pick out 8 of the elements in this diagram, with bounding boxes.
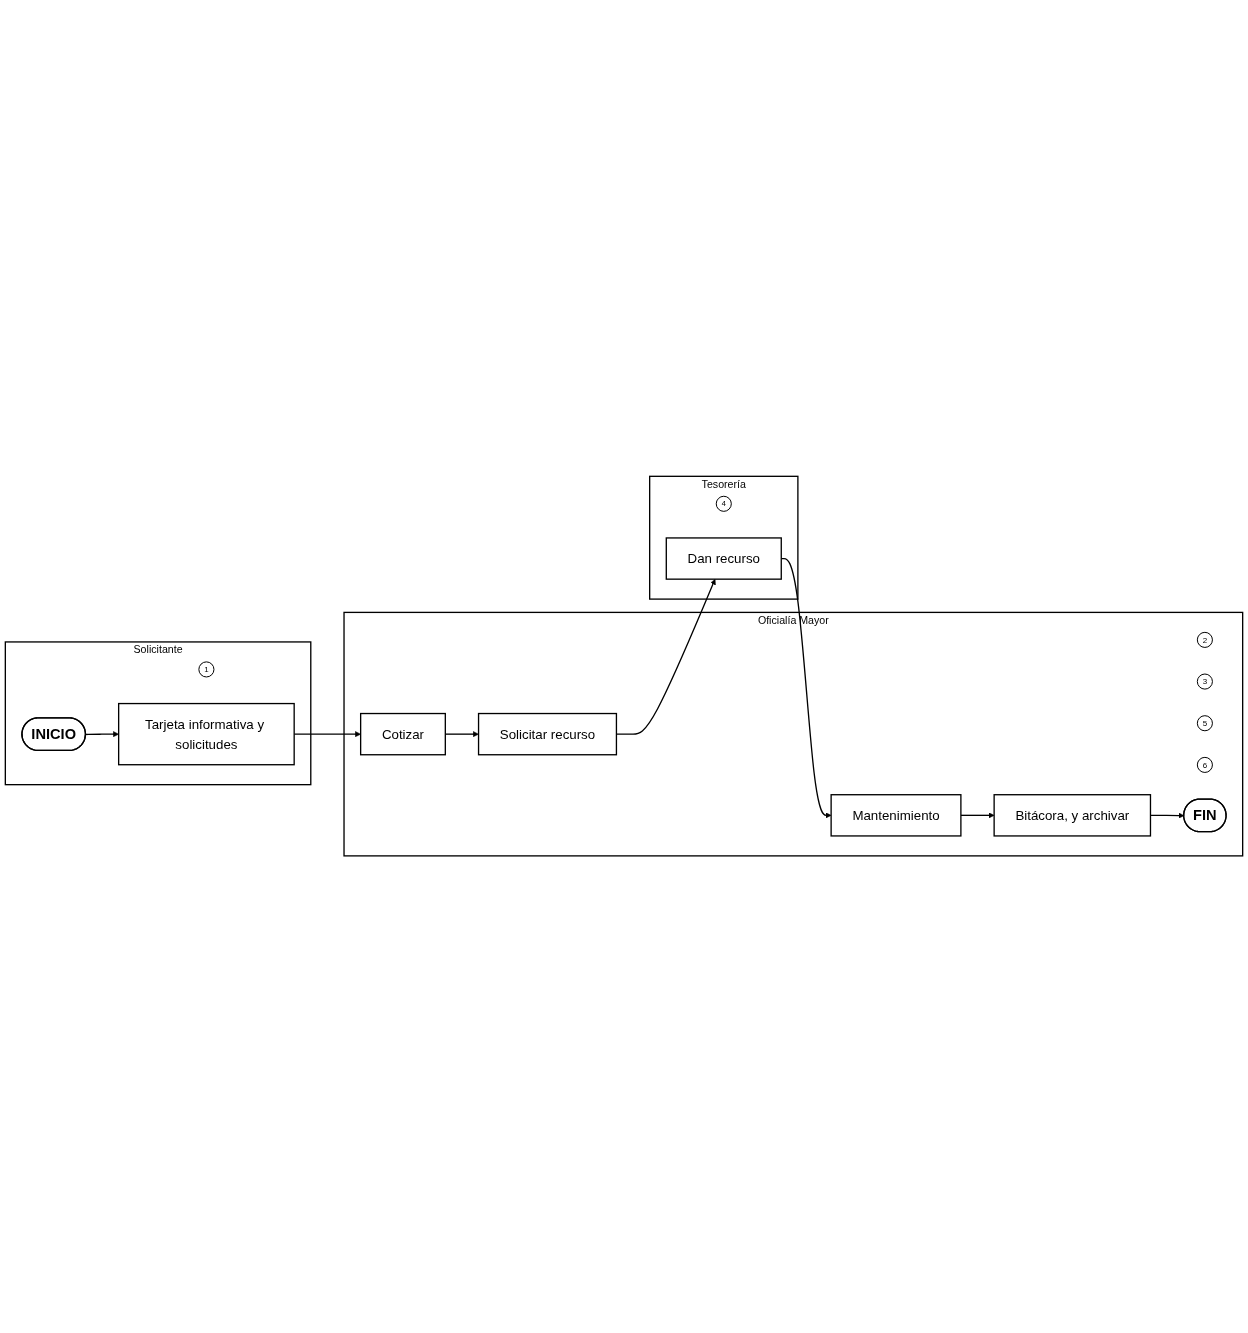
node-box: Mantenimiento <box>830 794 962 837</box>
node-box: Cotizar <box>360 713 446 756</box>
node-box: Tarjeta informativa y solicitudes <box>118 703 295 766</box>
arrow <box>960 812 995 819</box>
arrow <box>85 731 119 738</box>
node-box: Bitácora, y archivar <box>993 794 1152 837</box>
node-box: Dan recurso <box>665 537 782 581</box>
node-box: Solicitar recurso <box>477 713 618 756</box>
